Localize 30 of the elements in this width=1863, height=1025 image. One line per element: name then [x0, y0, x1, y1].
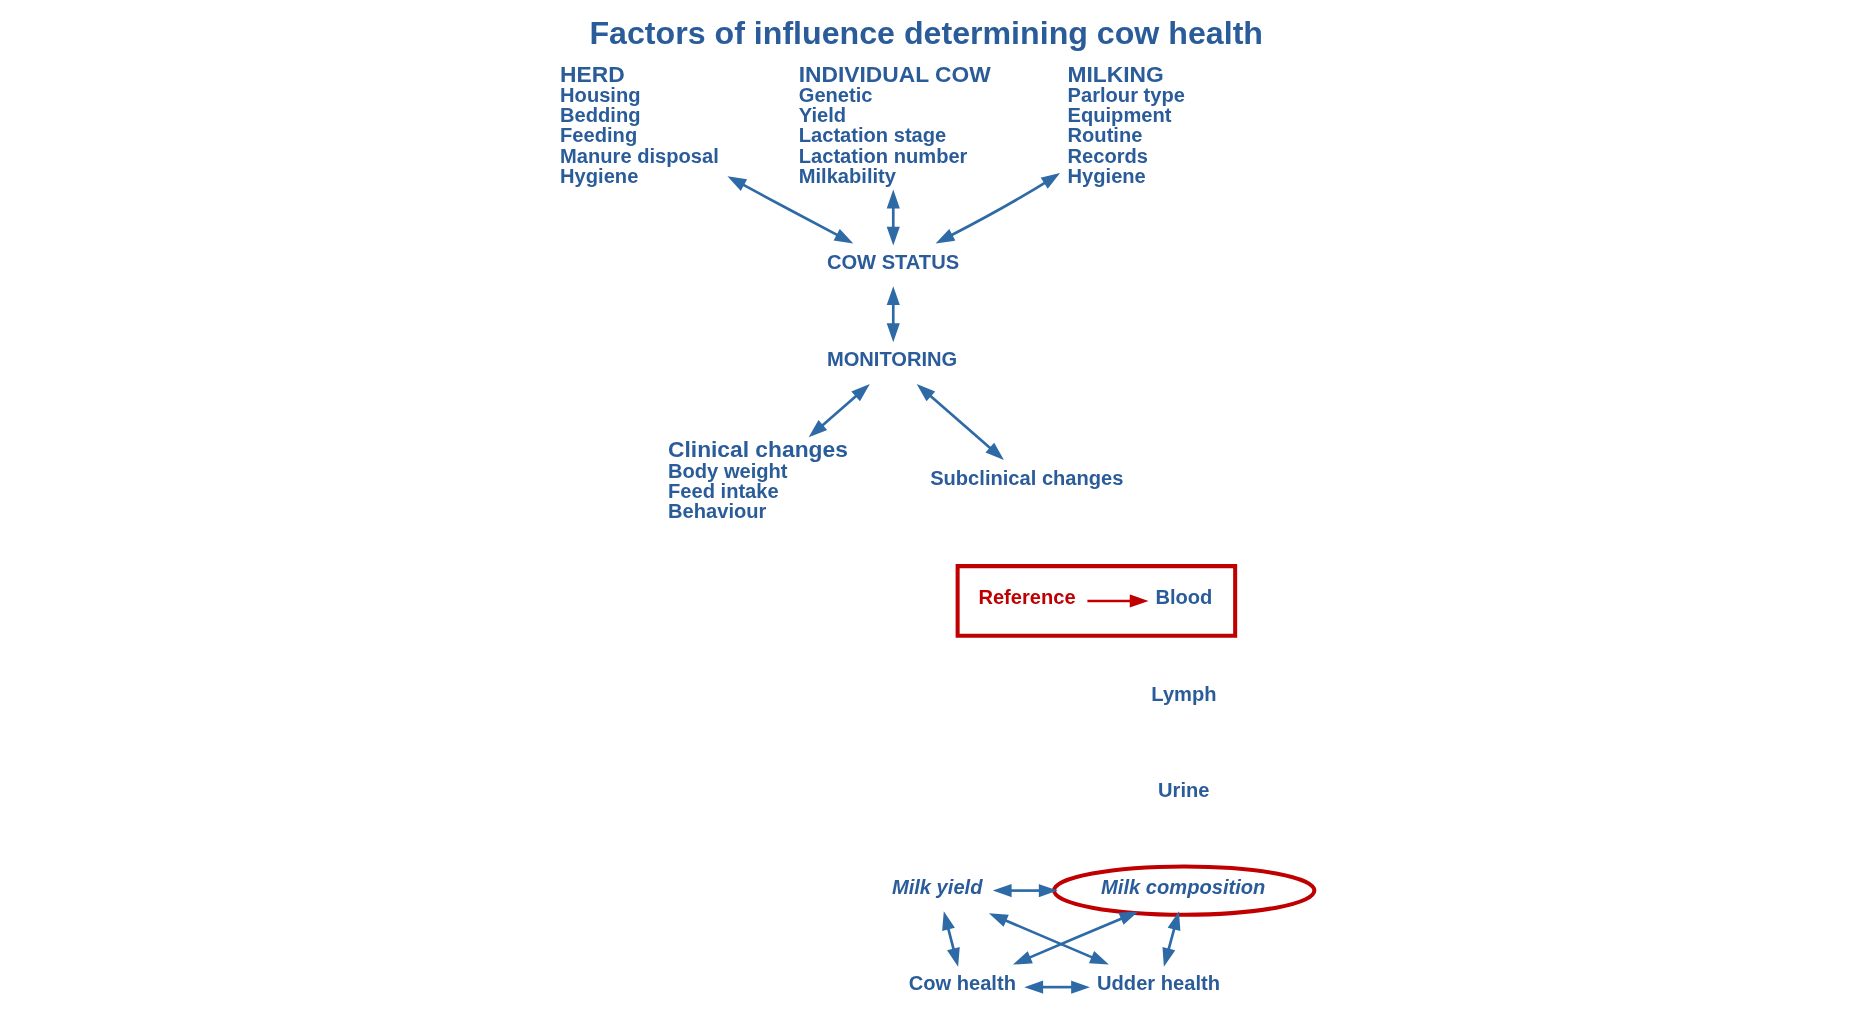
arrow: [1086, 594, 1149, 608]
arrow: [1012, 911, 1138, 965]
node-text: Reference: [977, 586, 1076, 609]
node-text: MILKING Parlour type Equipment Routine Records Hygiene: [1067, 60, 1185, 187]
node-text: Subclinical changes: [929, 467, 1123, 490]
node-text: Blood: [1154, 586, 1212, 609]
arrow: [726, 176, 853, 244]
arrow: [941, 911, 960, 967]
node-text: HERD Housing Bedding Feeding Manure disposal Hygiene: [559, 60, 719, 187]
node-text: MONITORING: [826, 347, 957, 370]
diagram-title: Factors of influence determining cow health: [588, 14, 1263, 51]
arrow: [808, 384, 870, 438]
arrow: [988, 913, 1109, 965]
arrow: [935, 173, 1060, 244]
node-text: Clinical changes Body weight Feed intake Behaviour: [667, 435, 848, 522]
arrow: [916, 384, 1004, 460]
node-text: INDIVIDUAL COW Genetic Yield Lactation stage Lactation number Milkability: [798, 60, 991, 187]
label: Urine: [1157, 779, 1209, 802]
node-text: COW STATUS: [826, 251, 959, 274]
node-text: Milk yield: [891, 875, 982, 898]
node-text: Cow health: [908, 972, 1016, 995]
label: Lymph: [1150, 682, 1217, 705]
node-ellipse: Milk composition: [1051, 864, 1316, 917]
arrow: [886, 189, 900, 246]
arrow: [886, 286, 900, 343]
node-text: Udder health: [1096, 972, 1220, 995]
arrow: [1023, 980, 1090, 994]
cluster: [955, 564, 1237, 638]
arrow: [1161, 911, 1180, 967]
arrow: [992, 884, 1058, 898]
